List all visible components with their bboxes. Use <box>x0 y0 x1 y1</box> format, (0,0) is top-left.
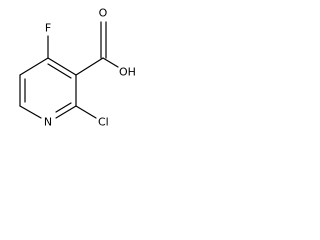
carbonyl-oxygen-label: O <box>99 7 108 20</box>
nitrogen-label: N <box>44 116 52 129</box>
ring-bond-c6-n <box>19 105 42 119</box>
chlorine-label: Cl <box>98 116 109 129</box>
ring-bond-c3-c4 <box>47 57 77 76</box>
ring-bond-c4-c5 <box>19 57 49 76</box>
ring-bond-c3-c4-inner <box>47 63 72 79</box>
ring-bond-n-c2-inner <box>55 102 72 113</box>
fluorine-label: F <box>45 22 51 35</box>
bond-carboxyl-oh <box>102 57 119 68</box>
structure-diagram: F N Cl OH O <box>19 7 136 129</box>
hydroxyl-label: OH <box>119 66 136 79</box>
bond-c3-carboxyl <box>75 57 104 76</box>
ring-bond-n-c2 <box>55 105 77 119</box>
bond-c2-cl <box>75 105 97 119</box>
